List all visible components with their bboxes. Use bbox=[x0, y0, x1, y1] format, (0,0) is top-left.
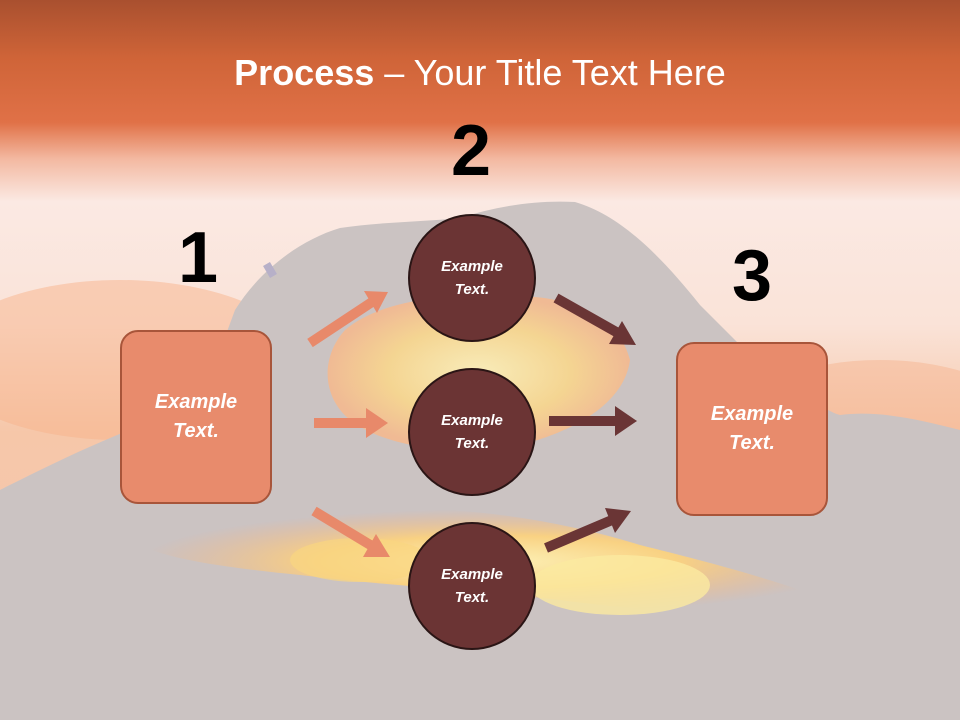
arrow-from-bottom-circle bbox=[544, 508, 631, 553]
step-number-2: 2 bbox=[451, 111, 492, 191]
title-bold: Process bbox=[234, 52, 375, 93]
step-number-1: 1 bbox=[178, 218, 219, 298]
circle-top: Example Text. bbox=[408, 214, 536, 342]
title-rest: – Your Title Text Here bbox=[374, 52, 726, 93]
step-number-3: 3 bbox=[732, 236, 773, 316]
step-3-box: Example Text. bbox=[676, 342, 828, 516]
arrow-from-top-circle bbox=[553, 293, 636, 345]
circle-top-label: Example Text. bbox=[441, 258, 503, 298]
step-1-box: Example Text. bbox=[120, 330, 272, 504]
arrow-to-middle-circle bbox=[314, 408, 388, 438]
arrow-to-top-circle bbox=[307, 291, 388, 348]
step-3-label: Example Text. bbox=[710, 403, 794, 454]
arrow-to-bottom-circle bbox=[311, 506, 390, 557]
arrow-from-middle-circle bbox=[549, 406, 637, 436]
circle-middle: Example Text. bbox=[408, 368, 536, 496]
circle-middle-label: Example Text. bbox=[441, 412, 503, 452]
step-1-label: Example Text. bbox=[154, 391, 238, 442]
circle-bottom-label: Example Text. bbox=[441, 566, 503, 606]
circle-bottom: Example Text. bbox=[408, 522, 536, 650]
page-title: Process – Your Title Text Here bbox=[0, 52, 960, 94]
